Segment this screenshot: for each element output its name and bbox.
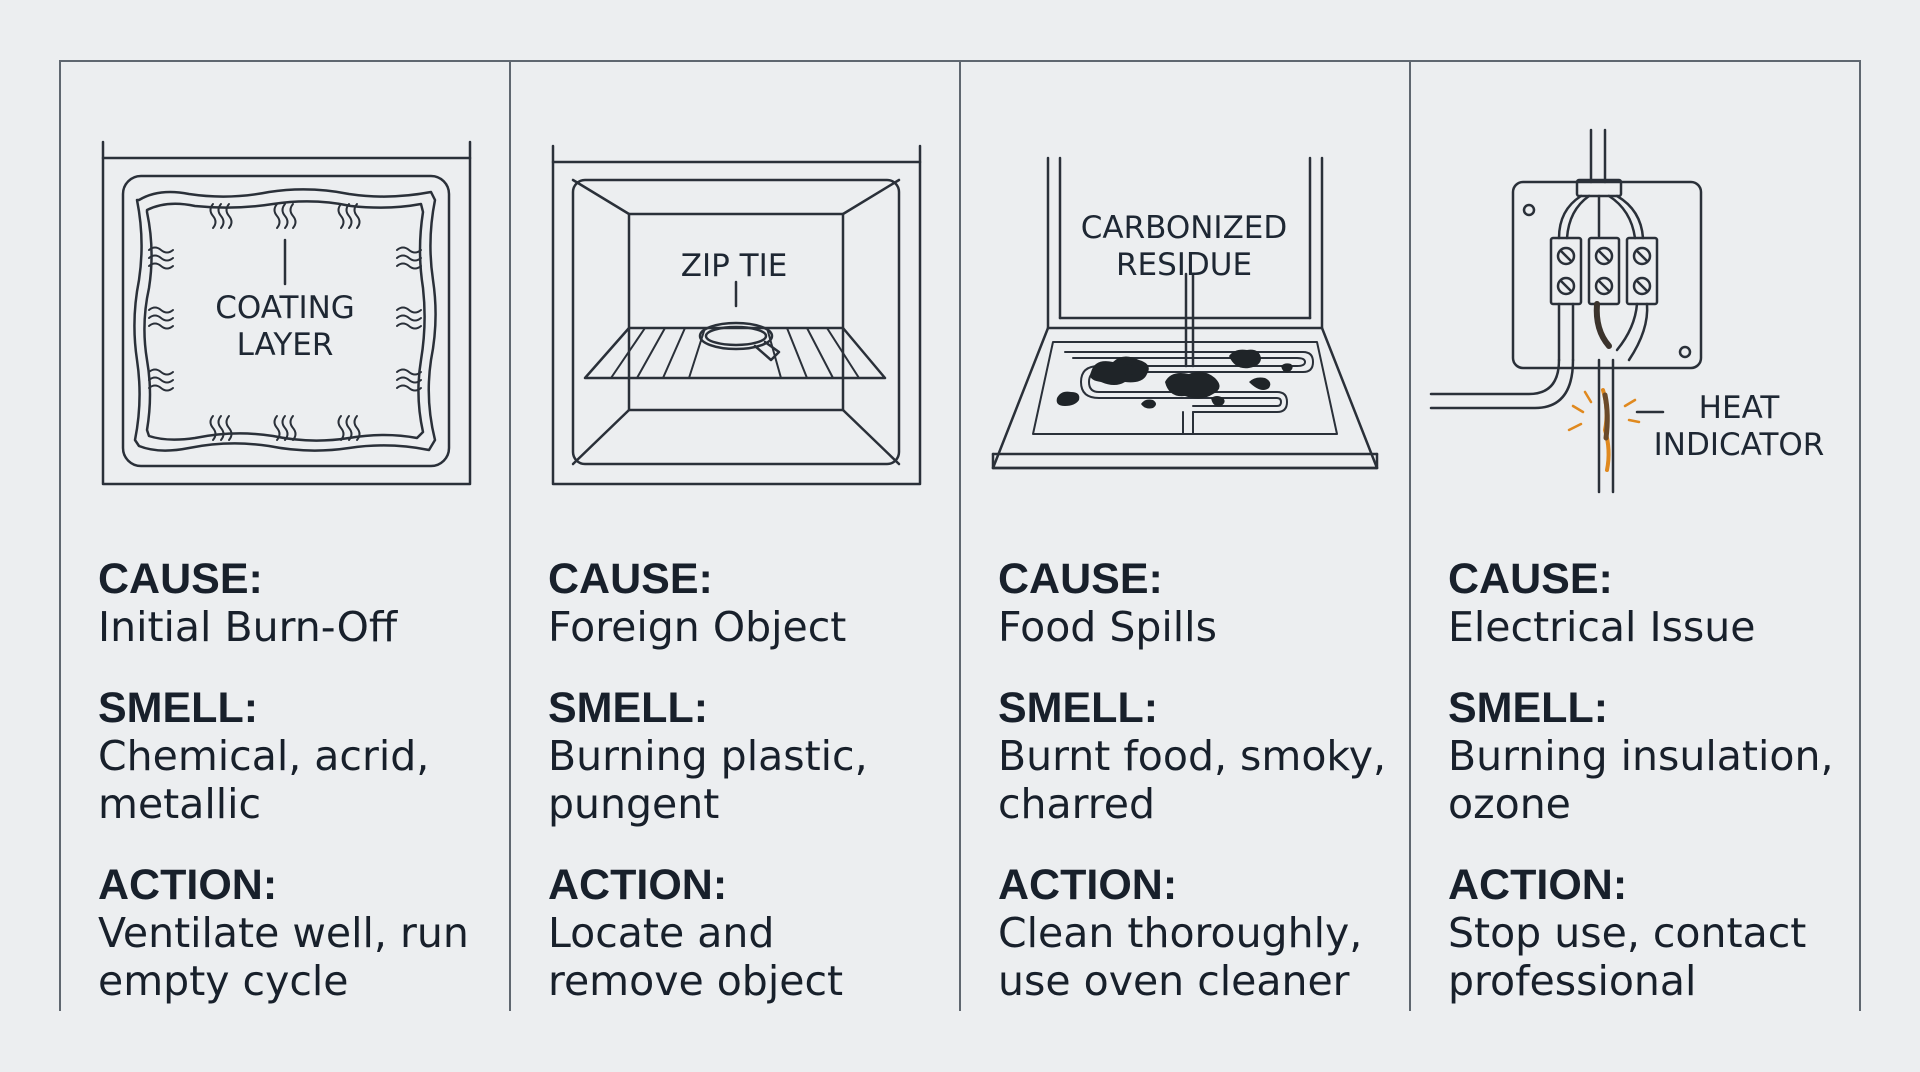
smell-value: Burning plastic, pungent [548, 732, 868, 828]
action-label: ACTION: [1448, 861, 1628, 909]
info-block: CAUSE: Initial Burn-Off SMELL: Chemical,… [98, 555, 508, 1005]
cause-label: CAUSE: [548, 555, 713, 603]
column-divider [959, 60, 961, 1011]
smell-label: SMELL: [998, 684, 1159, 732]
column-divider [509, 60, 511, 1011]
column-divider [59, 60, 61, 1011]
oven-interior-coating-icon: COATING LAYER [59, 60, 509, 520]
info-block: CAUSE: Electrical Issue SMELL: Burning i… [1448, 555, 1858, 1005]
action-label: ACTION: [548, 861, 728, 909]
illustration-label: ZIP TIE [680, 248, 788, 284]
column-food-spills: CARBONIZED RESIDUE CAUSE: Food Spills SM… [959, 60, 1409, 1011]
smell-value: Burning insulation, ozone [1448, 732, 1834, 828]
column-divider [1859, 60, 1861, 1011]
oven-element-residue-icon: CARBONIZED RESIDUE [959, 60, 1409, 520]
action-value: Stop use, contact professional [1448, 909, 1807, 1005]
action-value: Ventilate well, run empty cycle [98, 909, 469, 1005]
cause-value: Food Spills [998, 603, 1217, 651]
diagram-frame: COATING LAYER CAUSE: Initial Burn-Off SM… [59, 60, 1861, 1011]
oven-rack-zip-tie-icon: ZIP TIE [509, 60, 959, 520]
smell-label: SMELL: [548, 684, 709, 732]
terminal-block-wiring-icon: HEAT INDICATOR [1409, 60, 1859, 520]
smell-value: Burnt food, smoky, charred [998, 732, 1386, 828]
action-value: Clean thoroughly, use oven cleaner [998, 909, 1363, 1005]
column-electrical-issue: HEAT INDICATOR CAUSE: Electrical Issue S… [1409, 60, 1859, 1011]
action-label: ACTION: [98, 861, 278, 909]
cause-value: Foreign Object [548, 603, 847, 651]
cause-label: CAUSE: [1448, 555, 1613, 603]
illustration-label: CARBONIZED RESIDUE [1080, 210, 1288, 283]
cause-label: CAUSE: [98, 555, 263, 603]
cause-label: CAUSE: [998, 555, 1163, 603]
column-initial-burn-off: COATING LAYER CAUSE: Initial Burn-Off SM… [59, 60, 509, 1011]
column-divider [1409, 60, 1411, 1011]
cause-value: Electrical Issue [1448, 603, 1756, 651]
smell-label: SMELL: [98, 684, 259, 732]
info-block: CAUSE: Foreign Object SMELL: Burning pla… [548, 555, 958, 1005]
action-value: Locate and remove object [548, 909, 844, 1005]
illustration-label: HEAT INDICATOR [1653, 390, 1825, 463]
smell-value: Chemical, acrid, metallic [98, 732, 430, 828]
info-block: CAUSE: Food Spills SMELL: Burnt food, sm… [998, 555, 1408, 1005]
smell-label: SMELL: [1448, 684, 1609, 732]
cause-value: Initial Burn-Off [98, 603, 398, 651]
column-foreign-object: ZIP TIE CAUSE: Foreign Object SMELL: Bur… [509, 60, 959, 1011]
illustration-label: COATING LAYER [215, 290, 355, 363]
action-label: ACTION: [998, 861, 1178, 909]
